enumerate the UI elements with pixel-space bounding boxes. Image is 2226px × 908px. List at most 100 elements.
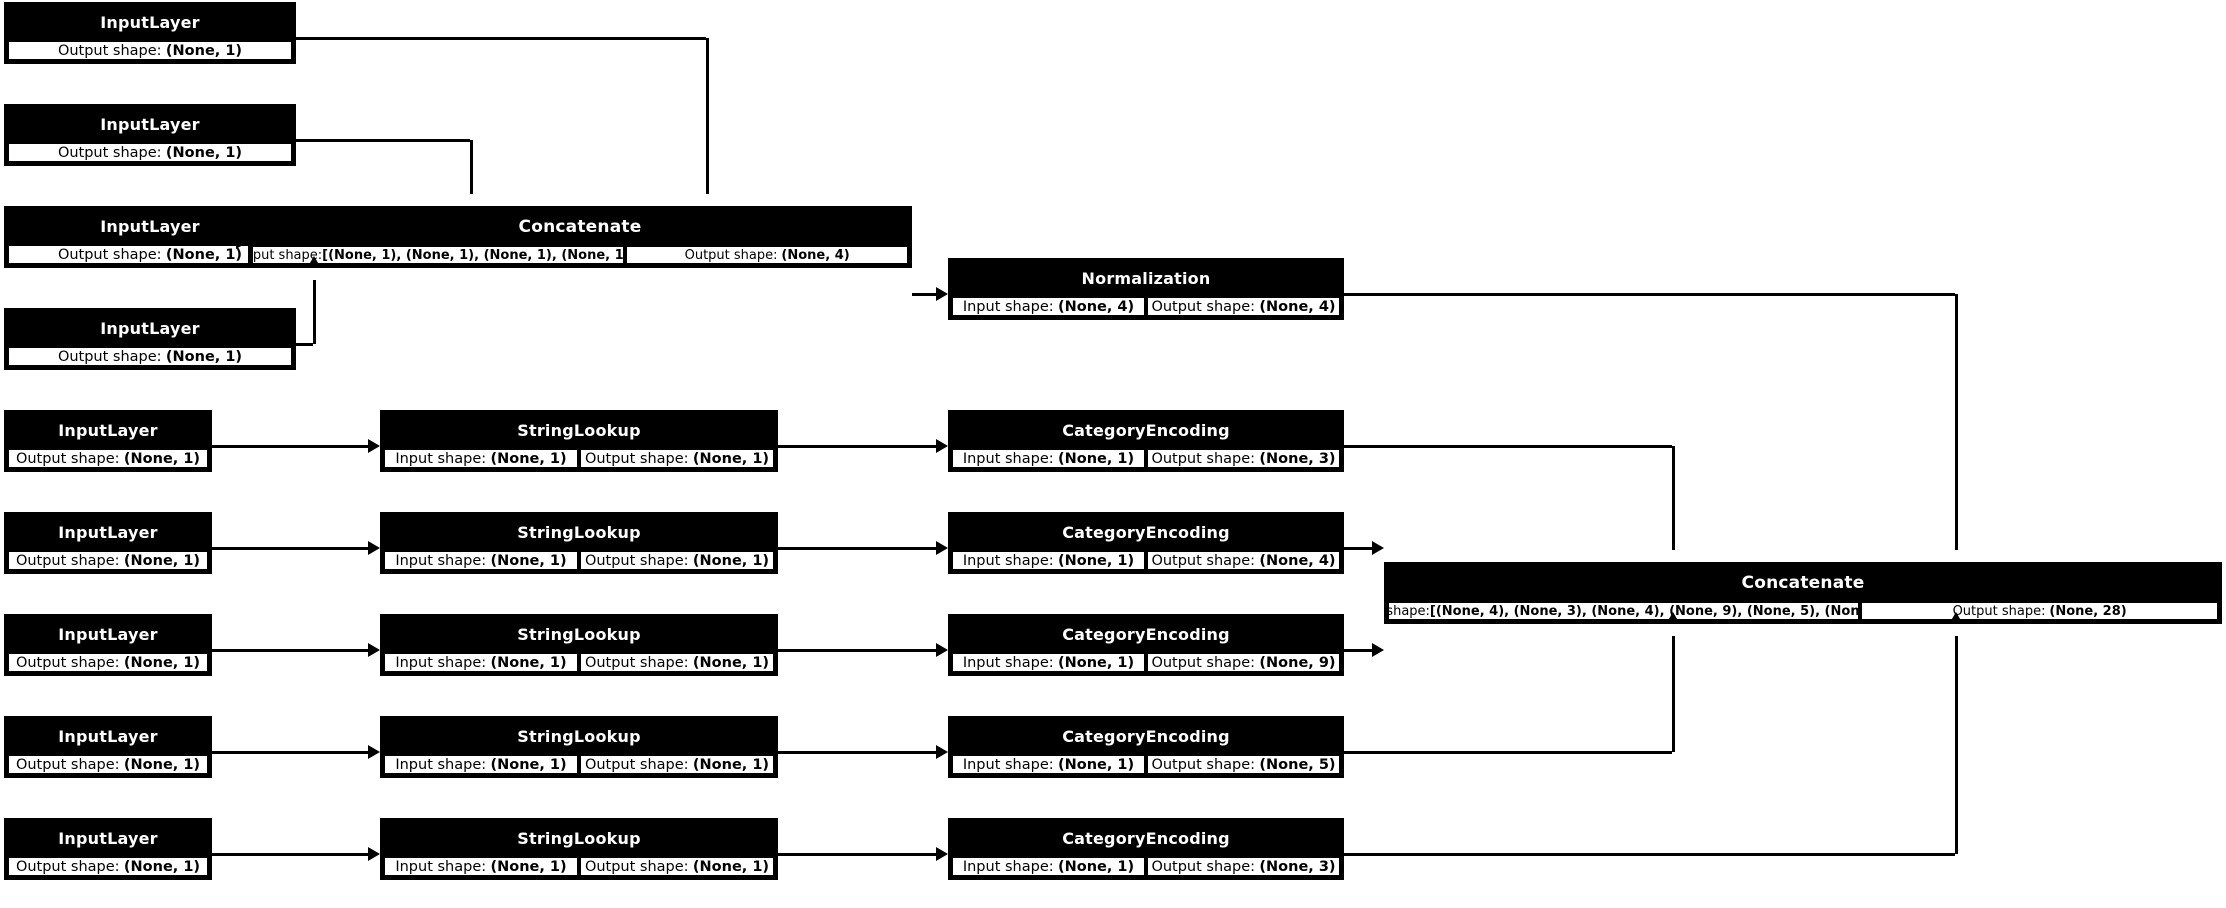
shape-value: (None, 1)	[123, 552, 201, 569]
edge-segment-horizontal	[212, 547, 368, 550]
shape-value: (None, 3)	[1259, 450, 1336, 467]
edge-segment-horizontal	[778, 649, 936, 652]
node-title: CategoryEncoding	[951, 413, 1341, 448]
edge-arrowhead-right	[368, 541, 380, 555]
node-title: Concatenate	[1387, 565, 2219, 601]
node-concat_num[interactable]: ConcatenateInput shape:[(None, 1), (None…	[248, 206, 912, 268]
shape-label: Input shape:	[962, 450, 1054, 467]
node-shape-row: Output shape:(None, 1)	[7, 244, 293, 265]
shape-value: (None, 1)	[123, 450, 201, 467]
edge-arrowhead-down	[1949, 562, 1963, 574]
shape-label: Output shape:	[57, 42, 162, 59]
shape-value: (None, 4)	[1259, 298, 1336, 315]
shape-label: Output shape:	[584, 552, 689, 569]
output-shape-cell: Output shape:(None, 1)	[7, 754, 209, 775]
shape-label: Output shape:	[15, 756, 120, 773]
edge-arrowhead-right	[936, 745, 948, 759]
node-shape-row: Input shape:[(None, 4), (None, 3), (None…	[1387, 601, 2219, 621]
shape-value: (None, 3)	[1259, 858, 1336, 875]
shape-value: (None, 1)	[1057, 552, 1135, 569]
shape-value: (None, 1)	[165, 42, 243, 59]
shape-label: Output shape:	[15, 654, 120, 671]
edge-segment-horizontal	[1344, 649, 1372, 652]
node-title: InputLayer	[7, 5, 293, 40]
output-shape-cell: Output shape:(None, 1)	[7, 244, 293, 265]
input-shape-cell: Input shape:(None, 1)	[951, 652, 1146, 673]
node-shape-row: Output shape:(None, 1)	[7, 754, 209, 775]
node-shape-row: Input shape:(None, 1)Output shape:(None,…	[951, 652, 1341, 673]
edge-segment-vertical	[313, 280, 316, 344]
output-shape-cell: Output shape:(None, 1)	[579, 754, 775, 775]
shape-value: (None, 1)	[692, 654, 770, 671]
node-shape-row: Input shape:[(None, 1), (None, 1), (None…	[251, 245, 909, 265]
shape-label: Input shape:	[962, 756, 1054, 773]
input-shape-cell: Input shape:[(None, 1), (None, 1), (None…	[251, 245, 626, 265]
shape-label: Input shape:	[962, 654, 1054, 671]
output-shape-cell: Output shape:(None, 1)	[579, 550, 775, 571]
node-shape-row: Input shape:(None, 1)Output shape:(None,…	[383, 652, 775, 673]
node-title: StringLookup	[383, 821, 775, 856]
edge-segment-vertical	[1955, 636, 1958, 854]
shape-label: Input shape:	[395, 654, 487, 671]
edge-segment-vertical	[470, 140, 473, 194]
input-shape-cell: Input shape:(None, 1)	[951, 550, 1146, 571]
shape-value: (None, 1)	[692, 756, 770, 773]
node-title: StringLookup	[383, 515, 775, 550]
edge-segment-horizontal	[296, 139, 470, 142]
edge-arrowhead-right	[368, 643, 380, 657]
input-shape-cell: Input shape:(None, 4)	[951, 296, 1146, 317]
shape-value: (None, 4)	[781, 247, 850, 263]
node-shape-row: Output shape:(None, 1)	[7, 40, 293, 61]
node-title: InputLayer	[7, 413, 209, 448]
edge-arrowhead-right	[236, 235, 248, 249]
edge-segment-horizontal	[778, 445, 936, 448]
shape-value: [(None, 1), (None, 1), (None, 1), (None,…	[322, 247, 626, 263]
node-shape-row: Input shape:(None, 1)Output shape:(None,…	[383, 550, 775, 571]
input-shape-cell: Input shape:(None, 1)	[951, 448, 1146, 469]
node-shape-row: Input shape:(None, 1)Output shape:(None,…	[951, 550, 1341, 571]
shape-label: Output shape:	[684, 247, 778, 263]
shape-label: Output shape:	[1151, 756, 1256, 773]
shape-value: (None, 1)	[692, 552, 770, 569]
shape-label: Output shape:	[1151, 450, 1256, 467]
input-shape-cell: Input shape:(None, 1)	[383, 550, 579, 571]
output-shape-cell: Output shape:(None, 1)	[7, 40, 293, 61]
shape-label: Output shape:	[1952, 603, 2046, 619]
output-shape-cell: Output shape:(None, 1)	[7, 448, 209, 469]
shape-value: (None, 9)	[1259, 654, 1336, 671]
shape-value: (None, 1)	[490, 552, 567, 569]
shape-value: (None, 1)	[1057, 756, 1135, 773]
input-shape-cell: Input shape:(None, 1)	[383, 754, 579, 775]
node-title: InputLayer	[7, 617, 209, 652]
output-shape-cell: Output shape:(None, 5)	[1146, 754, 1341, 775]
output-shape-cell: Output shape:(None, 9)	[1146, 652, 1341, 673]
output-shape-cell: Output shape:(None, 4)	[1146, 296, 1341, 317]
edge-arrowhead-down	[700, 206, 714, 218]
shape-value: (None, 4)	[1057, 298, 1135, 315]
shape-value: (None, 1)	[490, 858, 567, 875]
edge-arrowhead-right	[936, 541, 948, 555]
node-shape-row: Output shape:(None, 1)	[7, 448, 209, 469]
node-concat_all[interactable]: ConcatenateInput shape:[(None, 4), (None…	[1384, 562, 2222, 624]
edge-segment-horizontal	[1344, 751, 1672, 754]
